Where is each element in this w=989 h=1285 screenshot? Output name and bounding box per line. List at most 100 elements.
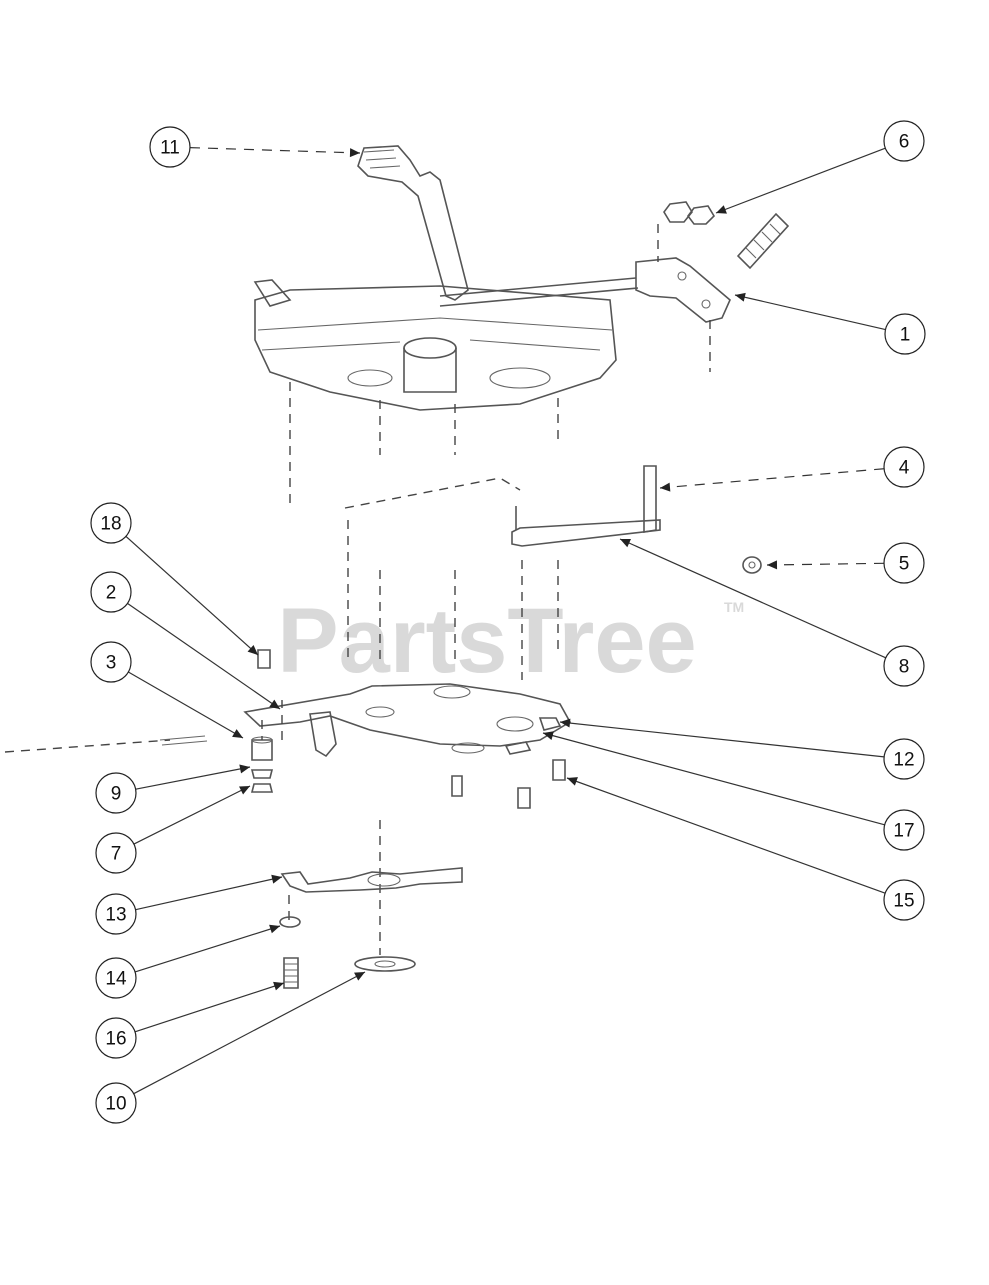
arrow-head (269, 924, 280, 934)
callout-8: 8 (619, 538, 925, 687)
leader-line (133, 785, 251, 845)
callout-6: 6 (715, 120, 925, 214)
callout-number: 6 (899, 132, 910, 153)
cable (4, 739, 171, 753)
arrow-head (560, 718, 571, 728)
plate-tab (309, 711, 337, 758)
link-arm (280, 867, 463, 893)
leader-line (134, 925, 281, 973)
flat-washer (742, 556, 762, 574)
leader-line (542, 732, 885, 826)
arrow-head (354, 972, 365, 981)
frame-plate-edge (257, 317, 613, 351)
callout-number: 17 (893, 821, 914, 842)
callout-13: 13 (95, 874, 283, 935)
bracket-hole (677, 271, 687, 281)
callout-number: 10 (105, 1094, 126, 1115)
callout-bubble (95, 772, 137, 814)
callout-bubble (90, 571, 132, 613)
base-plate-hole-4 (451, 742, 485, 754)
leader-line (133, 971, 366, 1095)
watermark: PartsTree TM (277, 590, 744, 692)
base-plate-hole-1 (433, 685, 471, 699)
callout-bubble (883, 645, 925, 687)
callout-17: 17 (542, 731, 925, 851)
callout-bubble (95, 957, 137, 999)
small-washer (279, 916, 301, 928)
callout-16: 16 (95, 981, 285, 1059)
callout-3: 3 (90, 641, 244, 739)
arrow-head (620, 538, 631, 548)
callout-bubble (883, 738, 925, 780)
callout-bubble (883, 446, 925, 488)
bottom-assembly (279, 867, 463, 989)
middle-assembly (344, 465, 762, 680)
callout-bubble (883, 542, 925, 584)
leader-line (715, 147, 886, 214)
base-plate-hole-3 (365, 706, 395, 718)
callout-4: 4 (659, 446, 925, 492)
coil-spring (283, 957, 299, 989)
base-plate (243, 683, 572, 747)
callout-number: 14 (105, 969, 127, 990)
base-plate-hole-2 (496, 716, 534, 732)
coil-spring-coils (284, 963, 298, 983)
callout-5: 5 (766, 542, 925, 584)
arrow-head (567, 777, 578, 786)
callout-bubble (883, 809, 925, 851)
callout-bubble (883, 120, 925, 162)
callout-1: 1 (734, 292, 926, 355)
spring-washer (250, 769, 274, 779)
leader-line (734, 294, 886, 331)
callout-10: 10 (95, 971, 366, 1124)
arrow-head (269, 699, 280, 709)
arrow-head (660, 482, 671, 492)
leader-line (127, 602, 281, 710)
frame-hole-2 (489, 367, 551, 389)
callout-bubble (95, 1017, 137, 1059)
arrow-head (271, 874, 282, 884)
callout-bubble (883, 879, 925, 921)
frame-hub-body (403, 348, 457, 393)
leader-line (134, 982, 285, 1033)
align-rod (344, 477, 521, 509)
leader-line (559, 721, 885, 758)
leader-line (566, 777, 886, 894)
leader-line (135, 766, 251, 790)
hex-bolt-right (517, 787, 531, 809)
arrow-head (735, 292, 746, 302)
hex-bolt-center (451, 775, 463, 797)
callout-bubble (95, 832, 137, 874)
callout-number: 16 (105, 1029, 126, 1050)
leader-line (125, 535, 259, 656)
callout-18: 18 (90, 502, 259, 656)
callout-number: 1 (900, 325, 911, 346)
arrow-head (349, 148, 360, 158)
lift-spring (736, 212, 790, 270)
callout-bubble (884, 313, 926, 355)
callout-number: 13 (105, 905, 126, 926)
arrow-head (239, 764, 250, 774)
callout-bubble (149, 126, 191, 168)
frame-hub (403, 337, 457, 359)
cable-end (159, 735, 208, 746)
arrow-head (716, 205, 727, 214)
arrow-head (247, 644, 258, 655)
spring-coils (745, 223, 781, 259)
callout-11: 11 (149, 126, 361, 168)
leader-line (619, 538, 886, 659)
spring-clip (643, 465, 657, 533)
frame-plate (254, 285, 617, 411)
arrow-head (767, 560, 778, 570)
frame-hole-1 (347, 369, 393, 387)
callout-number: 18 (100, 514, 121, 535)
callout-bubble (95, 893, 137, 935)
lift-handle (357, 145, 469, 301)
arrow-head (239, 786, 250, 795)
hex-nut (663, 201, 693, 223)
callout-number: 12 (893, 750, 914, 771)
pivot-bracket (635, 257, 731, 323)
